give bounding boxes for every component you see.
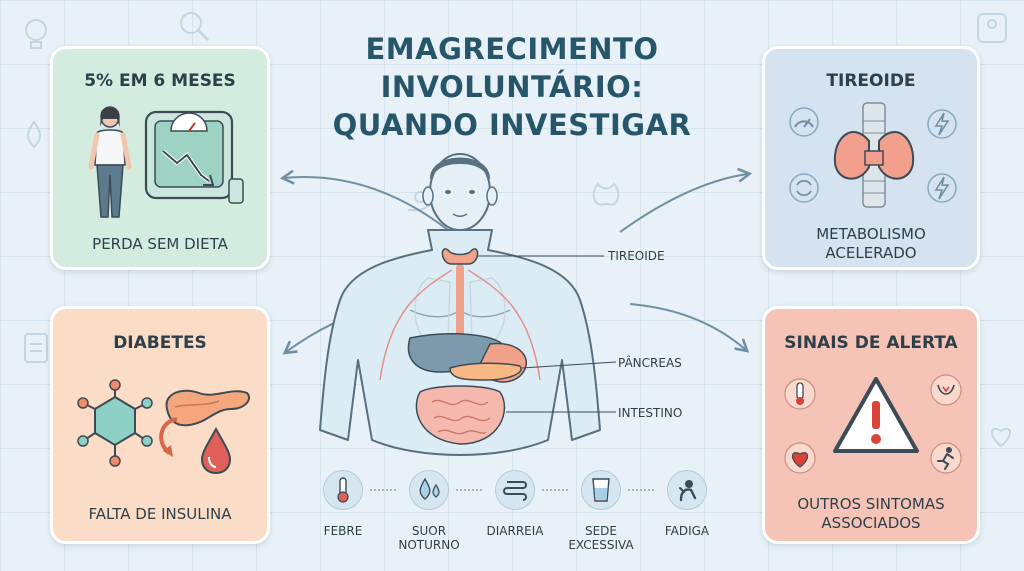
separator-dots (542, 489, 568, 491)
human-body-illustration (319, 153, 617, 456)
page-title: EMAGRECIMENTO INVOLUNTÁRIO: QUANDO INVES… (300, 30, 724, 144)
symptoms-row: FEBRE SUOR NOTURNO DIARREIA SEDE EXCESSI… (300, 470, 730, 565)
title-line-1: EMAGRECIMENTO (365, 32, 659, 66)
card-weight-loss-title: 5% EM 6 MESES (84, 71, 236, 91)
separator-dots (370, 489, 396, 491)
arrow-to-thyroid-card (619, 167, 753, 233)
card-diabetes-title: DIABETES (113, 333, 207, 353)
abdominal-pain-icon (930, 374, 962, 406)
card-alert-signs: SINAIS DE ALERTA OUTROS SINTOMAS ASSOCIA… (762, 306, 980, 544)
symptom-excessive-thirst: SEDE EXCESSIVA (558, 470, 644, 552)
pancreas-icon (165, 389, 250, 427)
card-diabetes-subtitle: FALTA DE INSULINA (88, 505, 232, 523)
fever-thermometer-icon (784, 378, 816, 410)
symptom-label: DIARREIA (486, 524, 544, 538)
running-person-icon (930, 442, 962, 474)
card-diabetes: DIABETES FALTA DE INSUL (50, 306, 270, 544)
symptom-diarrhea: DIARREIA (472, 470, 558, 538)
card-alert-subtitle: OUTROS SINTOMAS ASSOCIADOS (797, 495, 945, 532)
metabolism-cycle-icon (789, 173, 819, 203)
arrow-to-weight-card (279, 169, 449, 231)
card-thyroid: TIREOIDE METABOLISMO ACELER (762, 46, 980, 270)
energy-bolt-icon (927, 109, 957, 139)
symptom-label: FEBRE (323, 524, 363, 538)
arrow-to-alert-card (629, 303, 750, 353)
separator-dots (456, 489, 482, 491)
card-weight-loss: 5% EM 6 MESES PERDA SEM DIETA (50, 46, 270, 270)
background-heart-icon (991, 427, 1011, 448)
organ-label-intestine: INTESTINO (618, 406, 683, 420)
background-scale-icon (977, 13, 1007, 43)
symptom-label: SUOR NOTURNO (398, 524, 460, 552)
energy-bolt-icon-2 (927, 173, 957, 203)
separator-dots (628, 489, 654, 491)
water-glass-icon (581, 470, 621, 510)
molecule-icon (77, 379, 153, 467)
symptom-night-sweats: SUOR NOTURNO (386, 470, 472, 552)
thyroid-gland-icon (833, 102, 915, 208)
symptom-fatigue: FADIGA (644, 470, 730, 538)
background-thyroid-icon (592, 182, 620, 206)
card-thyroid-title: TIREOIDE (826, 71, 916, 91)
card-thyroid-subtitle: METABOLISMO ACELERADO (816, 225, 926, 262)
background-magnifier-icon (180, 12, 210, 42)
woman-figure-icon (88, 106, 132, 218)
card-weight-loss-subtitle: PERDA SEM DIETA (92, 235, 228, 253)
card-alert-title: SINAIS DE ALERTA (784, 333, 958, 353)
tired-person-icon (667, 470, 707, 510)
background-clipboard-icon (24, 333, 48, 363)
background-lightbulb-icon (25, 19, 47, 49)
organ-label-thyroid: TIREOIDE (608, 249, 665, 263)
symptom-label: FADIGA (664, 524, 710, 538)
warning-triangle-icon (833, 377, 919, 453)
background-drop-icon (27, 120, 41, 149)
bathroom-scale-icon (144, 110, 244, 204)
cycle-arrow-icon (159, 417, 178, 457)
gauge-icon (789, 107, 819, 137)
title-line-2: INVOLUNTÁRIO: (380, 70, 644, 104)
organ-label-pancreas: PÂNCREAS (618, 356, 682, 370)
water-drops-icon (409, 470, 449, 510)
blood-drop-icon (200, 427, 232, 475)
thermometer-icon (323, 470, 363, 510)
intestine-icon (495, 470, 535, 510)
heart-pain-icon (784, 442, 816, 474)
title-line-3: QUANDO INVESTIGAR (332, 108, 692, 142)
symptom-label: SEDE EXCESSIVA (568, 524, 634, 552)
symptom-fever: FEBRE (300, 470, 386, 538)
